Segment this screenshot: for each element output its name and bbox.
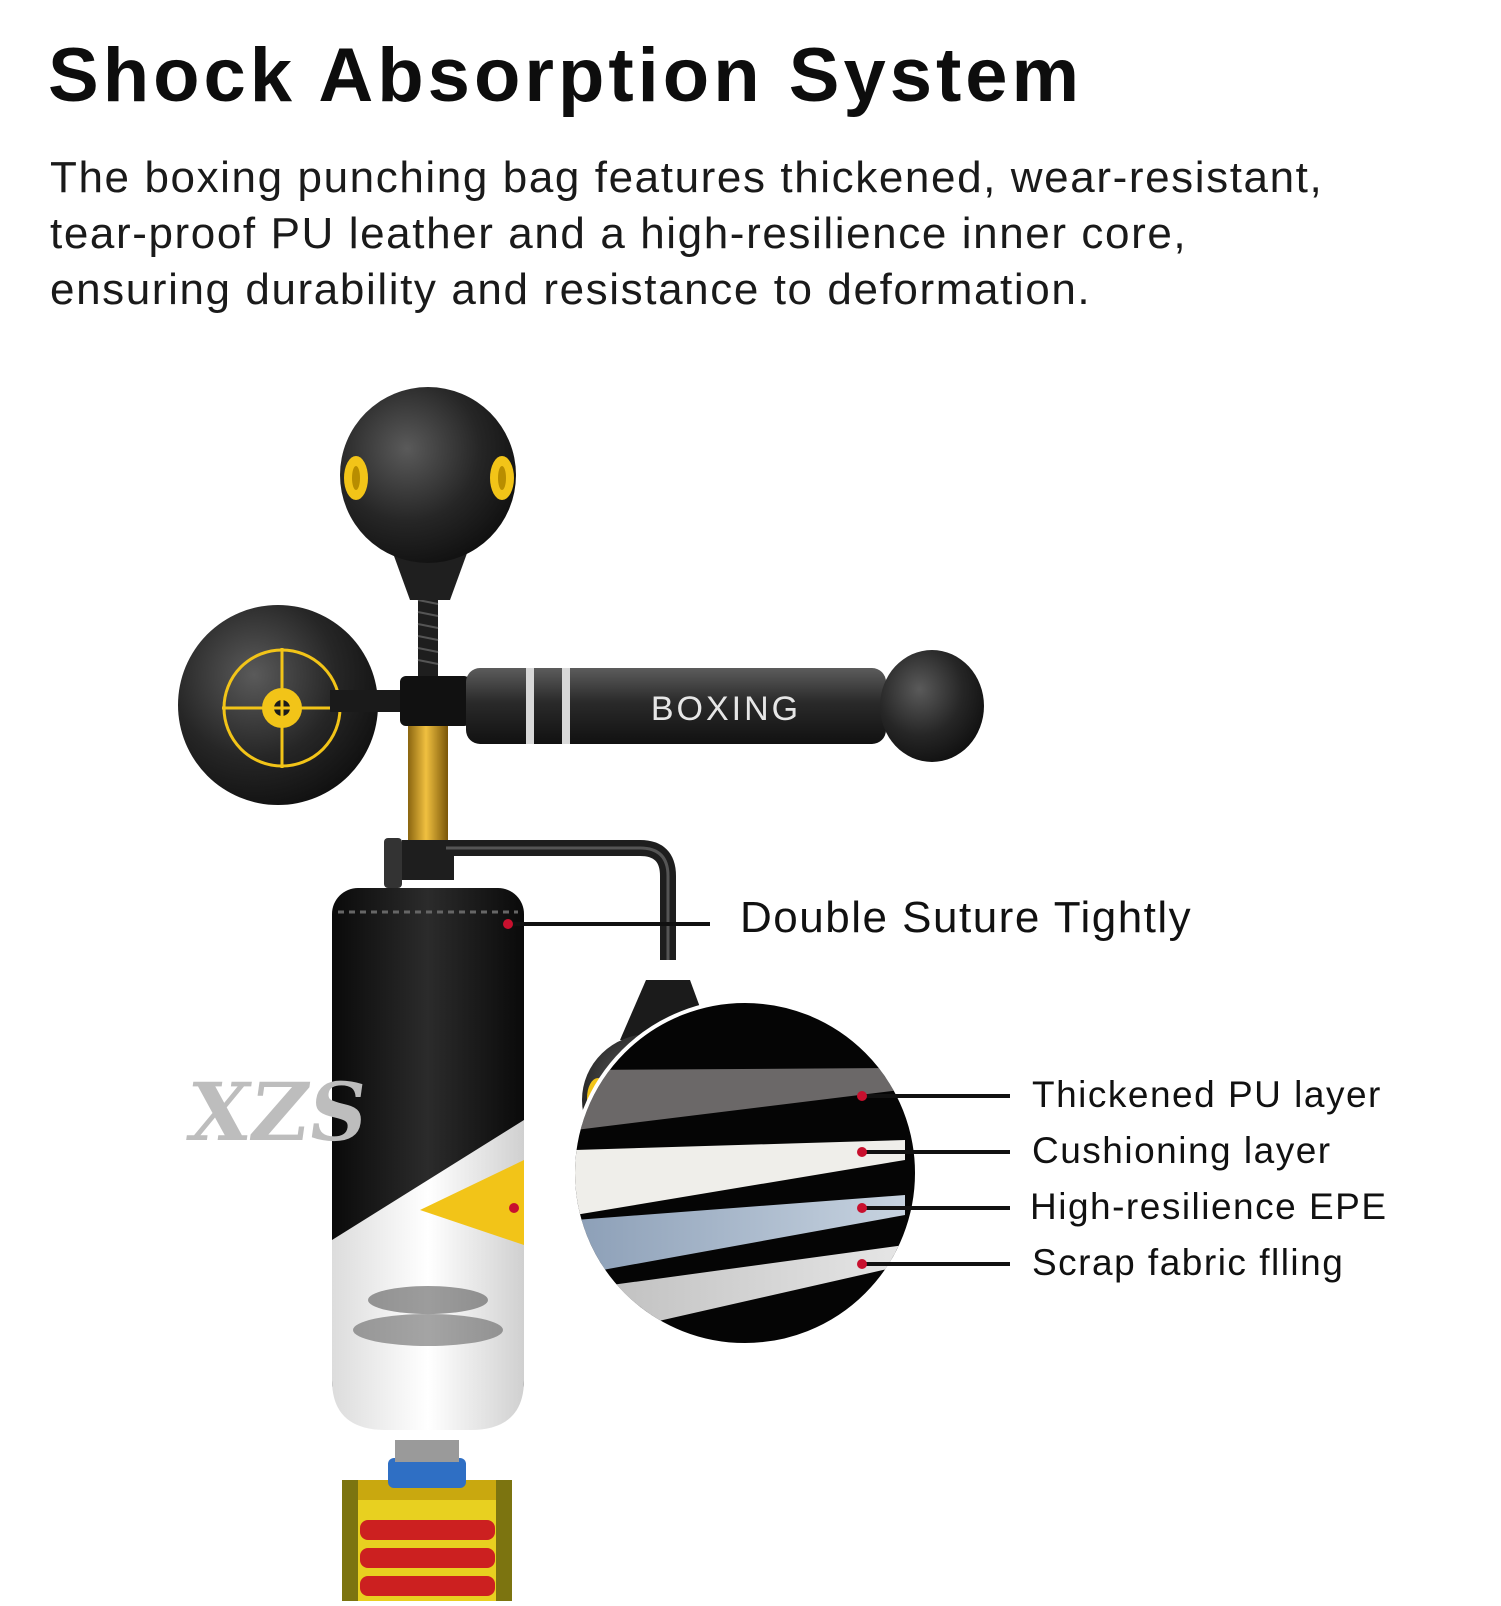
center-pole <box>384 590 454 888</box>
boxing-arm: BOXING <box>400 650 984 762</box>
epe-marker <box>857 1203 867 1213</box>
description: The boxing punching bag features thicken… <box>50 150 1480 318</box>
callout-epe-layer: High-resilience EPE <box>1030 1186 1388 1227</box>
pu-marker <box>857 1091 867 1101</box>
description-line-3: ensuring durability and resistance to de… <box>50 265 1092 314</box>
epe-layer <box>575 1195 905 1275</box>
callout-pu-layer: Thickened PU layer <box>1032 1074 1382 1115</box>
bag-logo: XZS <box>182 1065 373 1159</box>
cross-section-lens <box>571 999 919 1347</box>
callout-leaders <box>503 919 1010 1269</box>
punching-bag: XZS <box>182 888 524 1430</box>
scrap-fabric-layer <box>575 1245 905 1340</box>
target-pad <box>178 605 420 805</box>
callout-scrap-layer: Scrap fabric flling <box>1032 1242 1345 1283</box>
scrap-marker <box>857 1259 867 1269</box>
top-speed-ball <box>340 387 516 600</box>
description-line-2: tear-proof PU leather and a high-resilie… <box>50 209 1188 258</box>
cushioning-layer <box>575 1140 905 1215</box>
product-illustration: BOXING XZS <box>0 360 1501 1601</box>
pu-layer <box>575 1068 900 1130</box>
arm-label: BOXING <box>651 690 801 728</box>
description-line-1: The boxing punching bag features thicken… <box>50 153 1324 202</box>
callout-double-suture: Double Suture Tightly <box>740 893 1193 942</box>
spring-base <box>342 1440 512 1601</box>
callout-cushioning-layer: Cushioning layer <box>1032 1130 1332 1171</box>
cushion-marker <box>857 1147 867 1157</box>
bag-marker <box>509 1203 519 1213</box>
page-title: Shock Absorption System <box>48 33 1084 118</box>
product-diagram: BOXING XZS <box>178 387 1010 1601</box>
suture-marker <box>503 919 513 929</box>
